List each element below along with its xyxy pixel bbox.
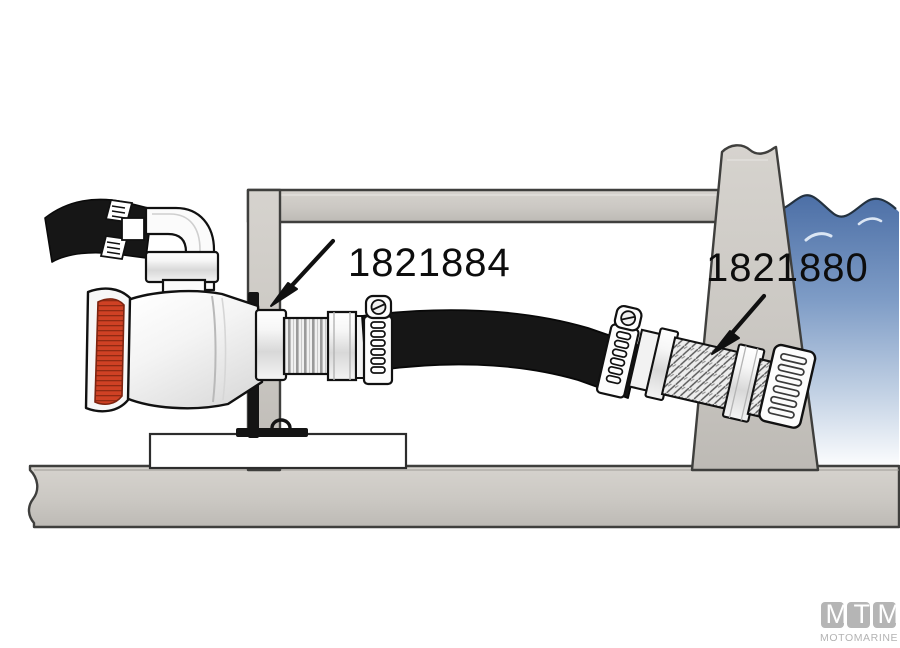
watermark-tile-m2: M	[873, 599, 900, 629]
watermark-tile-t: T	[847, 599, 870, 629]
callout-1821880: 1821880	[706, 246, 869, 355]
watermark-motomarine: M T M MOTOMARINE	[820, 599, 900, 644]
hose-clamp-right	[595, 304, 643, 399]
callout-label-1821884: 1821884	[348, 241, 511, 285]
threaded-nipple-left	[282, 316, 332, 376]
scoop-grille	[94, 298, 125, 406]
watermark-tile-m1: M	[821, 599, 848, 629]
callout-1821884: 1821884	[270, 238, 511, 307]
hex-nut-left	[326, 310, 358, 382]
watermark-letter-3: M	[878, 599, 900, 629]
wave-highlight-icon	[804, 232, 833, 242]
callout-label-1821880: 1821880	[706, 246, 869, 290]
hull-bottom	[27, 464, 900, 529]
upper-hose-clamp-body	[121, 217, 145, 241]
watermark-letter-2: T	[854, 599, 871, 629]
wave-highlight-icon	[857, 217, 883, 226]
callout-leader-line	[282, 238, 336, 296]
scoop-outlet-neck	[254, 308, 288, 382]
elbow-collar	[144, 250, 220, 284]
hose-clamp-left	[362, 294, 394, 386]
clamp-screw-icon	[364, 294, 393, 320]
strainer-end-cap	[758, 343, 817, 429]
deck-beam	[246, 188, 730, 224]
arrow-head-icon	[270, 282, 298, 307]
upper-hose-clamp-2	[99, 234, 129, 261]
watermark-wordmark: MOTOMARINE	[820, 632, 898, 644]
clamp-screw-icon	[613, 304, 643, 332]
arrow-head-icon	[711, 330, 740, 355]
mount-platform	[148, 432, 408, 470]
scoop-strainer	[124, 289, 264, 410]
watermark-letter-1: M	[826, 599, 849, 629]
